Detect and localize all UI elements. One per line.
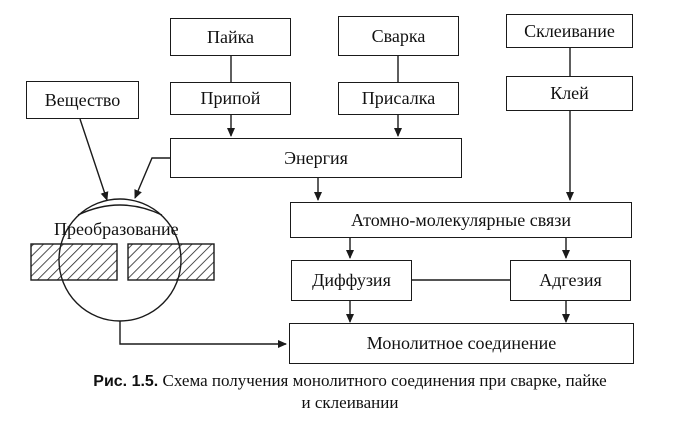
transformation-arc [77, 204, 163, 216]
box-payka: Пайка [170, 18, 291, 56]
box-adgeziya: Адгезия [510, 260, 631, 301]
caption-line2: и склеивании [301, 393, 399, 412]
arrow-preobrazovanie-monolit [119, 321, 287, 348]
arrow-energiya-preobrazovanie [134, 157, 170, 199]
box-prisalka: Присалка [338, 82, 459, 115]
figure-caption: Рис. 1.5. Схема получения монолитного со… [12, 370, 688, 413]
box-atomno: Атомно-молекулярные связи [290, 202, 632, 238]
workpiece-right [127, 243, 215, 281]
box-kley: Клей [506, 76, 633, 111]
workpiece-left [30, 243, 118, 281]
box-skleivanie: Склеивание [506, 14, 633, 48]
box-diffuziya: Диффузия [291, 260, 412, 301]
caption-line1: Схема получения монолитного соединения п… [162, 371, 607, 390]
box-veshchestvo: Вещество [26, 81, 139, 119]
box-svarka: Сварка [338, 16, 459, 56]
caption-number: Рис. 1.5. [93, 373, 159, 390]
box-monolit: Монолитное соединение [289, 323, 634, 364]
box-energiya: Энергия [170, 138, 462, 178]
box-pripoy: Припой [170, 82, 291, 115]
arrow-veshchestvo-preobrazovanie [79, 118, 109, 201]
label-preobrazovanie: Преобразование [54, 219, 179, 239]
